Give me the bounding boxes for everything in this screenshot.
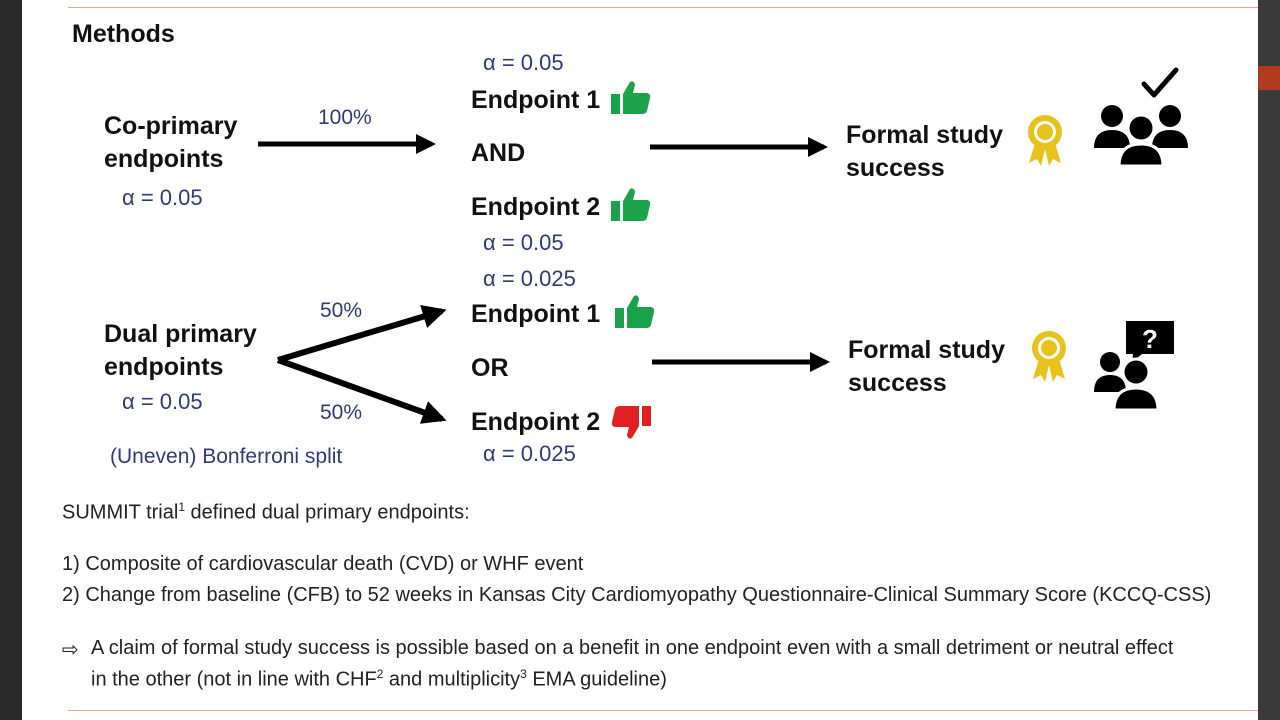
co-primary-ep2-alpha: α = 0.05 — [483, 230, 564, 255]
award-ribbon-icon — [1028, 115, 1062, 166]
bonferroni-note: (Uneven) Bonferroni split — [110, 445, 343, 468]
co-primary-label-line1: Co-primary — [104, 112, 238, 140]
dual-primary-ep2-alpha: α = 0.025 — [483, 441, 576, 466]
slide: Methods Co-primary endpoints α = 0.05 10… — [22, 0, 1258, 720]
dual-primary-arrow-up — [277, 304, 447, 363]
claim-line-2-a: in the other (not in line with CHF — [91, 668, 377, 691]
thumbs-up-icon — [611, 81, 651, 114]
top-rule — [68, 7, 1258, 8]
co-primary-outcome-line2: success — [846, 154, 945, 182]
claim-line-2: in the other (not in line with CHF2 and … — [91, 667, 667, 692]
co-primary-label-line2: endpoints — [104, 145, 224, 173]
dual-primary-outcome-line1: Formal study — [848, 336, 1005, 364]
co-primary-endpoint2: Endpoint 2 — [471, 193, 601, 221]
co-primary-outcome: Formal study success — [846, 119, 1003, 185]
left-edge-background — [0, 0, 22, 720]
summit-intro-sup: 1 — [178, 500, 185, 514]
dual-primary-ep1-alpha: α = 0.025 — [483, 266, 576, 291]
group-check-icon — [1094, 67, 1188, 168]
slide-title: Methods — [72, 20, 175, 48]
award-ribbon-icon — [1032, 331, 1066, 382]
dual-primary-outcome-line2: success — [848, 369, 947, 397]
summit-intro: SUMMIT trial1 defined dual primary endpo… — [62, 500, 470, 525]
dual-primary-or: OR — [471, 354, 509, 382]
claim-line-1: A claim of formal study success is possi… — [91, 637, 1174, 659]
dual-primary-endpoint2: Endpoint 2 — [471, 408, 601, 436]
co-primary-and: AND — [471, 139, 526, 167]
flow-arrows — [258, 134, 830, 424]
dual-primary-pct-up: 50% — [320, 299, 363, 322]
group-question-icon: ? — [1094, 321, 1174, 412]
right-edge-mark — [1258, 66, 1280, 90]
summit-intro-b: defined dual primary endpoints: — [185, 501, 470, 524]
dual-primary-endpoint1: Endpoint 1 — [471, 300, 601, 328]
endpoint-item-2: 2) Change from baseline (CFB) to 52 week… — [62, 584, 1212, 606]
dual-primary-outcome: Formal study success — [848, 334, 1005, 400]
claim-sup-1: 2 — [376, 667, 384, 681]
dual-primary-label-line2: endpoints — [104, 353, 224, 381]
claim-line-2-c: EMA guideline) — [526, 668, 667, 691]
co-primary-outcome-line1: Formal study — [846, 121, 1003, 149]
svg-text:?: ? — [1142, 324, 1158, 354]
dual-primary-alpha: α = 0.05 — [122, 389, 203, 414]
thumbs-down-icon — [611, 406, 651, 439]
dual-primary-arrow-down — [276, 357, 447, 424]
claim-line-2-b: and multiplicity — [383, 668, 521, 691]
dual-primary-pct-down: 50% — [320, 401, 363, 424]
dual-primary-label-line1: Dual primary — [104, 320, 257, 348]
co-primary-label: Co-primary endpoints — [104, 110, 237, 176]
right-edge-strip — [1258, 0, 1280, 720]
thumbs-up-icon — [611, 188, 651, 221]
co-primary-arrow-pct: 100% — [318, 106, 372, 129]
claim-arrow-icon: ⇨ — [62, 639, 79, 661]
thumbs-up-icon — [615, 295, 655, 328]
claim-sup-2: 3 — [520, 667, 527, 681]
dual-primary-label: Dual primary endpoints — [104, 318, 257, 384]
co-primary-endpoint1: Endpoint 1 — [471, 86, 601, 114]
co-primary-ep1-alpha: α = 0.05 — [483, 50, 564, 75]
endpoint-item-1: 1) Composite of cardiovascular death (CV… — [62, 553, 584, 575]
summit-intro-a: SUMMIT trial — [62, 501, 179, 524]
bottom-rule — [68, 710, 1258, 711]
co-primary-alpha: α = 0.05 — [122, 185, 203, 210]
